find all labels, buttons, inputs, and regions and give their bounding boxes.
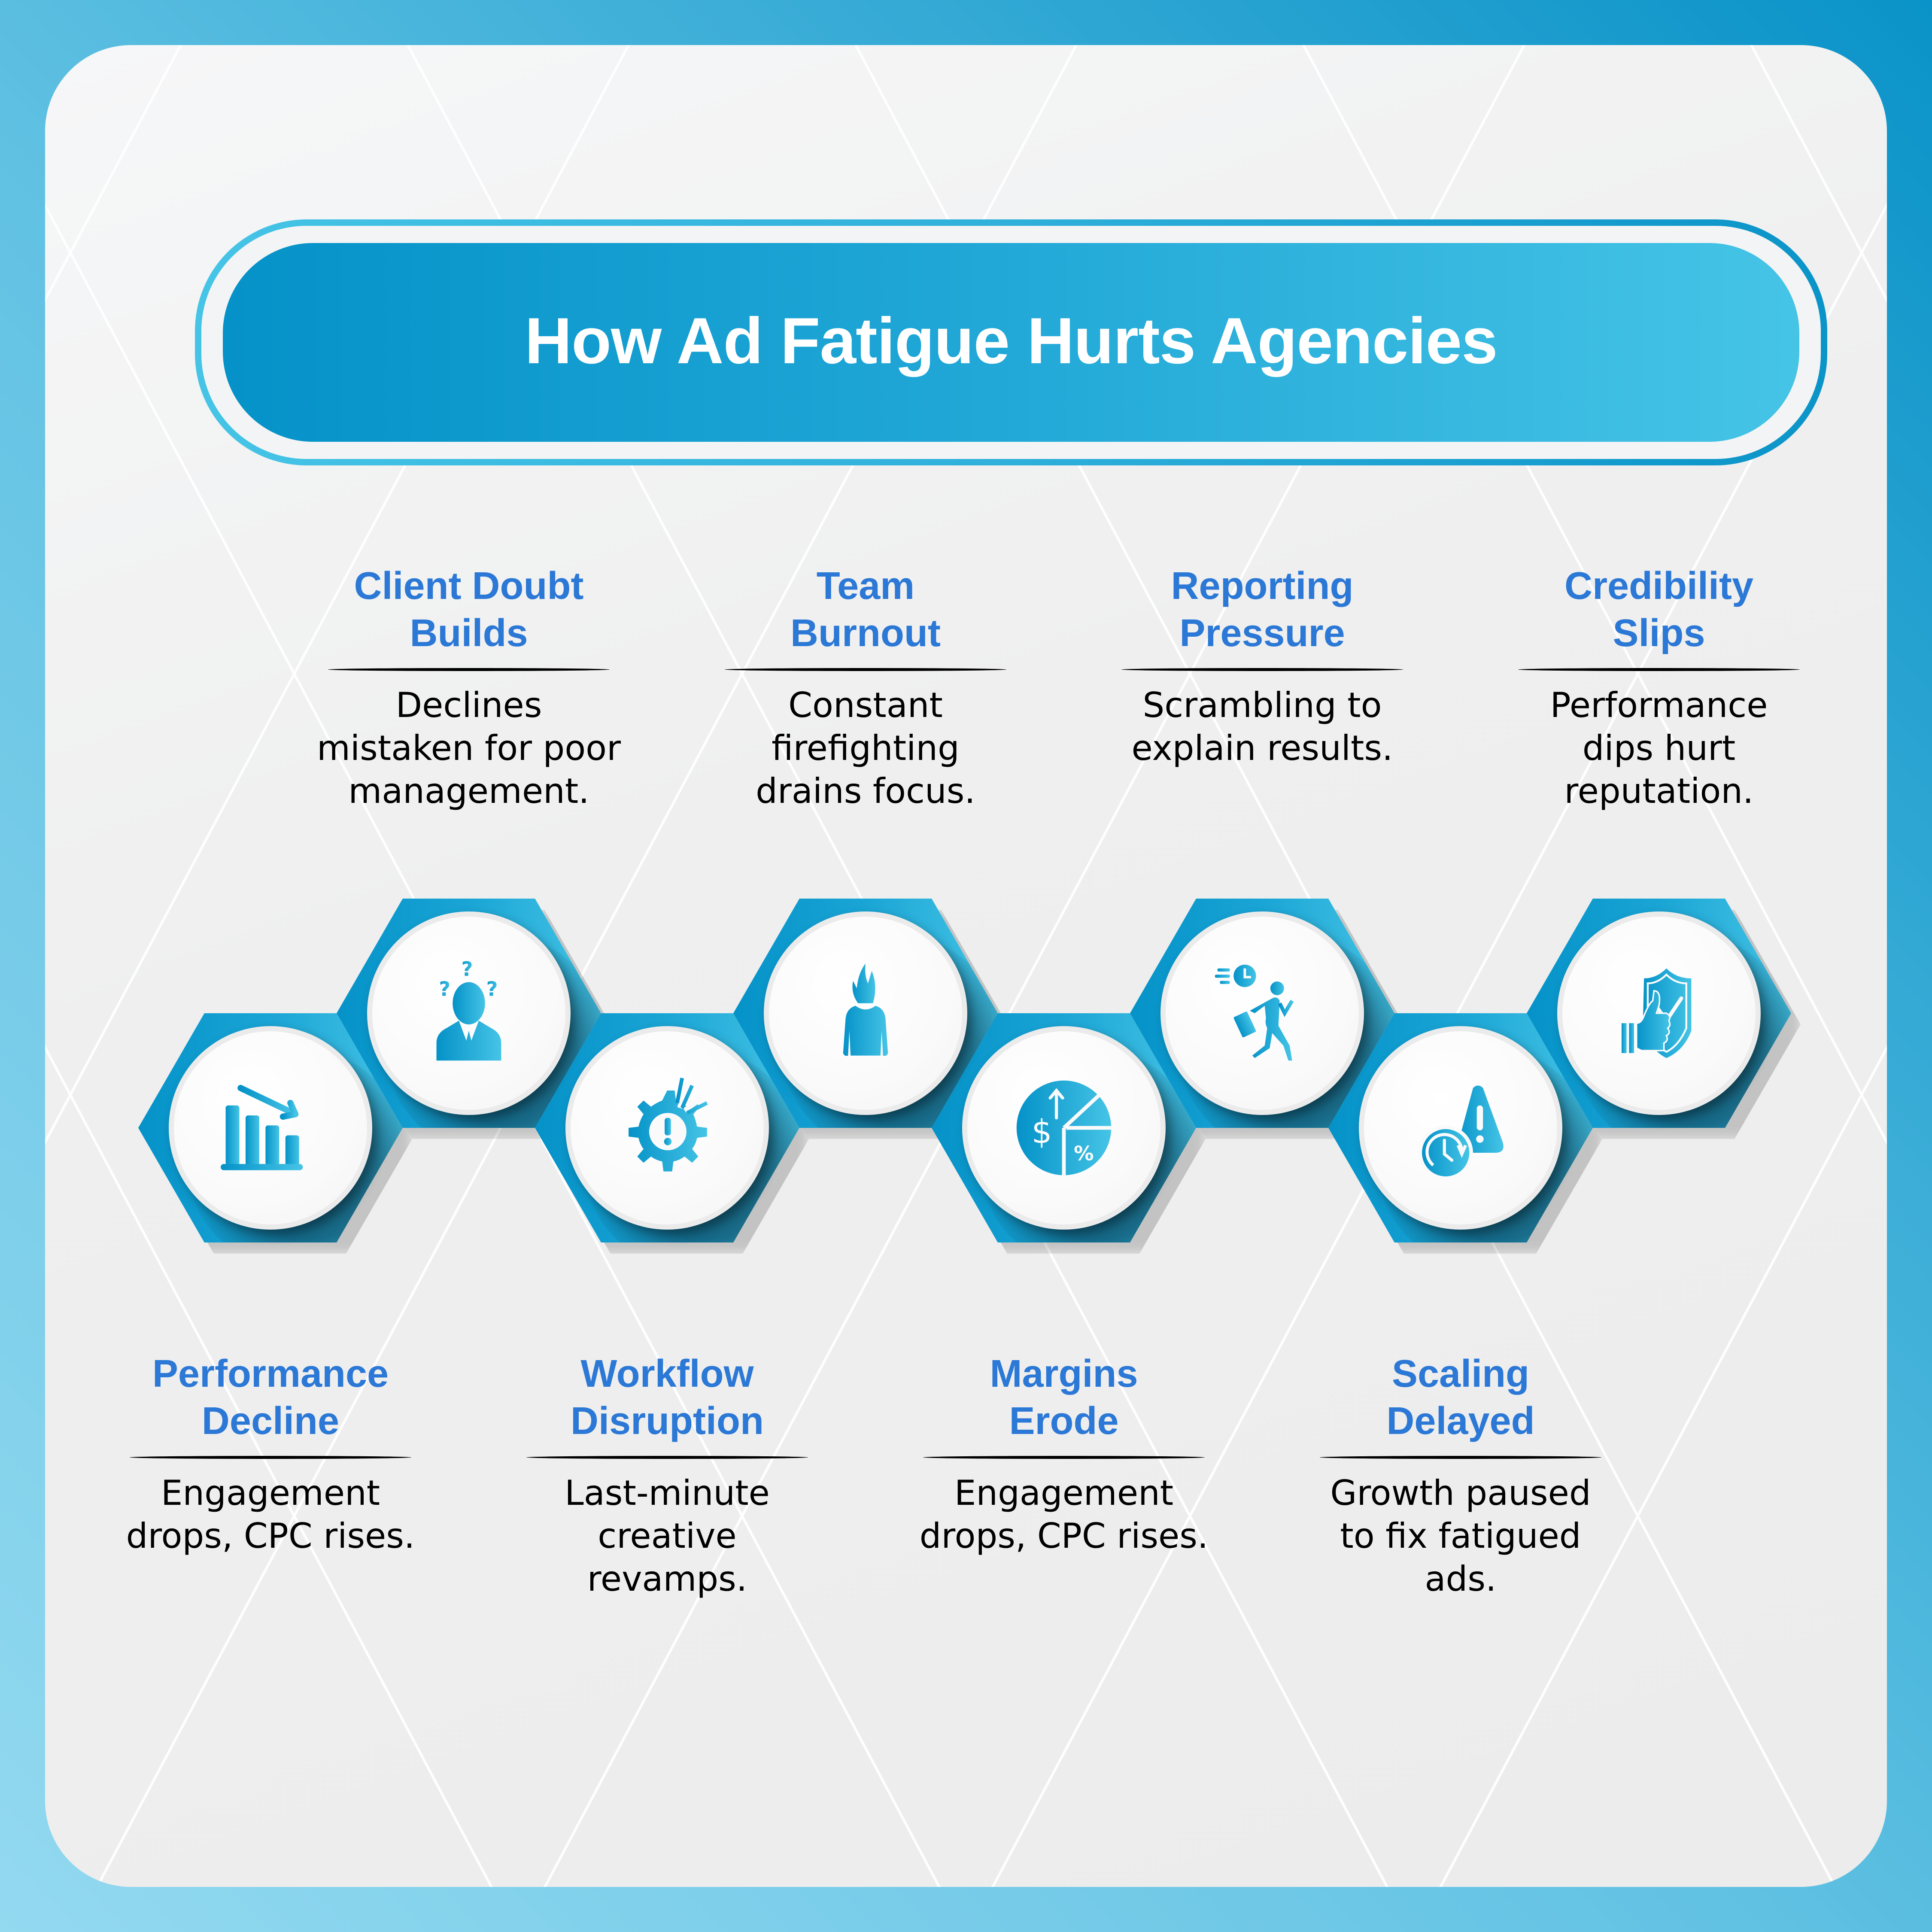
step-title: Credibility Slips: [1564, 565, 1754, 655]
step-description: Performance dips hurt reputation.: [1550, 685, 1768, 811]
step-title: Reporting Pressure: [1171, 565, 1354, 655]
pie-chart-dollar-percent-icon: $ %: [1002, 1066, 1126, 1190]
step-description: Engagement drops, CPC rises.: [919, 1473, 1209, 1556]
step-label-team-burnout: Team Burnout Constant firefighting drain…: [690, 562, 1042, 813]
infographic-card: How Ad Fatigue Hurts Agencies Client Dou…: [45, 45, 1887, 1887]
step-hexagon-performance-decline: [138, 1013, 412, 1254]
thumbs-up-shield-icon: [1597, 951, 1721, 1075]
step-title: Margins Erode: [990, 1352, 1138, 1443]
step-description: Growth paused to fix fatigued ads.: [1330, 1473, 1591, 1599]
step-title: Client Doubt Builds: [354, 565, 584, 655]
step-label-workflow-disruption: Workflow Disruption Last-minute creative…: [491, 1350, 843, 1601]
svg-text:?: ?: [439, 977, 450, 1000]
divider: [725, 668, 1006, 671]
divider: [526, 1456, 808, 1459]
step-description: Scrambling to explain results.: [1131, 685, 1393, 768]
confused-person-icon: ? ? ?: [407, 951, 531, 1075]
step-description: Last-minute creative revamps.: [565, 1473, 770, 1599]
divider: [130, 1456, 411, 1459]
step-description: Engagement drops, CPC rises.: [126, 1473, 415, 1556]
step-label-margins-erode: Margins Erode Engagement drops, CPC rise…: [888, 1350, 1240, 1558]
step-title: Team Burnout: [790, 565, 941, 655]
step-hexagon-team-burnout: [733, 899, 1007, 1139]
burnout-person-flame-icon: [803, 951, 928, 1075]
step-title: Performance Decline: [152, 1352, 389, 1443]
title-banner: How Ad Fatigue Hurts Agencies: [223, 243, 1799, 442]
step-description: Constant firefighting drains focus.: [756, 685, 975, 811]
step-title: Scaling Delayed: [1386, 1352, 1535, 1443]
step-label-reporting-pressure: Reporting Pressure Scrambling to explain…: [1086, 562, 1438, 770]
clock-warning-icon: [1398, 1066, 1523, 1190]
broken-gear-alert-icon: [605, 1066, 729, 1190]
step-label-scaling-delayed: Scaling Delayed Growth paused to fix fat…: [1285, 1350, 1637, 1601]
step-hexagon-credibility-slips: [1527, 899, 1801, 1139]
running-businessman-clock-icon: [1200, 951, 1324, 1075]
step-description: Declines mistaken for poor management.: [316, 685, 621, 811]
svg-text:%: %: [1074, 1142, 1094, 1165]
svg-text:?: ?: [462, 957, 473, 981]
divider: [1518, 668, 1800, 671]
step-title: Workflow Disruption: [571, 1352, 764, 1443]
step-hexagon-reporting-pressure: [1130, 899, 1404, 1139]
bar-chart-declining-icon: [208, 1066, 333, 1190]
divider: [328, 668, 610, 671]
svg-text:?: ?: [486, 977, 498, 1000]
step-label-client-doubt: Client Doubt Builds Declines mistaken fo…: [293, 562, 645, 813]
svg-text:$: $: [1032, 1113, 1052, 1151]
step-label-performance-decline: Performance Decline Engagement drops, CP…: [94, 1350, 447, 1558]
divider: [1320, 1456, 1601, 1459]
divider: [1121, 668, 1403, 671]
divider: [923, 1456, 1205, 1459]
step-label-credibility-slips: Credibility Slips Performance dips hurt …: [1483, 562, 1835, 813]
page-title: How Ad Fatigue Hurts Agencies: [525, 304, 1498, 377]
step-hexagon-client-doubt: ? ? ?: [337, 899, 611, 1139]
